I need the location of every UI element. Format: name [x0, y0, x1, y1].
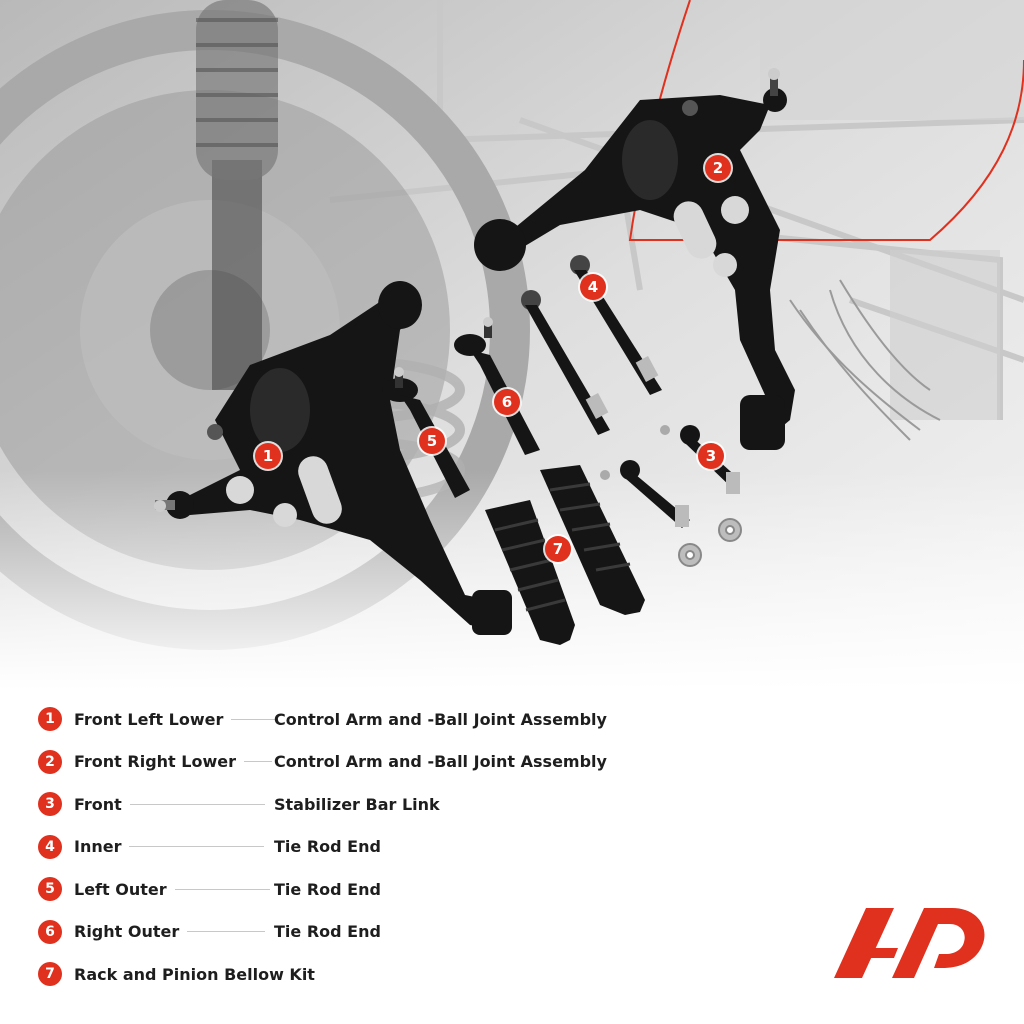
legend-number-5: 5	[38, 877, 62, 902]
legend-label-3: Front	[74, 794, 122, 814]
control-arm-right	[474, 68, 795, 450]
legend-divider-2	[243, 761, 272, 763]
ap-logo-icon	[834, 908, 985, 978]
legend-divider-1	[231, 718, 277, 720]
legend-number-2: 2	[38, 749, 62, 774]
legend-number-4: 4	[38, 834, 62, 859]
legend-number-7: 7	[38, 962, 62, 987]
legend-divider-4	[129, 846, 265, 848]
legend-row-6: 6 Right Outer Tie Rod End	[38, 911, 678, 954]
legend-row-7: 7 Rack and Pinion Bellow Kit	[38, 953, 678, 996]
photo-badge-2: 2	[705, 155, 731, 181]
legend-desc-1: Control Arm and -Ball Joint Assembly	[274, 709, 607, 729]
parts-legend: 1 Front Left Lower Control Arm and -Ball…	[38, 698, 678, 996]
parts-photo	[0, 0, 1024, 690]
inner-tie-rod-1	[521, 290, 610, 435]
legend-desc-6: Tie Rod End	[274, 922, 381, 942]
legend-number-1: 1	[38, 707, 62, 732]
legend-row-3: 3 Front Stabilizer Bar Link	[38, 783, 678, 826]
legend-row-2: 2 Front Right Lower Control Arm and -Bal…	[38, 741, 678, 784]
wires-background	[789, 279, 941, 441]
strut-background	[196, 0, 278, 390]
legend-desc-4: Tie Rod End	[274, 837, 381, 857]
control-arm-left	[154, 281, 512, 635]
legend-label-4: Inner	[74, 837, 122, 857]
legend-number-3: 3	[38, 792, 62, 817]
legend-desc-3: Stabilizer Bar Link	[274, 794, 440, 814]
legend-divider-5	[174, 888, 270, 890]
legend-label-7: Rack and Pinion Bellow Kit	[74, 964, 315, 984]
photo-badge-4: 4	[580, 274, 606, 300]
photo-badge-5: 5	[419, 428, 445, 454]
photo-badge-6: 6	[494, 389, 520, 415]
photo-badge-7: 7	[545, 536, 571, 562]
legend-label-6: Right Outer	[74, 922, 180, 942]
inner-tie-rod-2	[570, 255, 662, 395]
photo-badge-3: 3	[698, 443, 724, 469]
legend-divider-6	[187, 931, 266, 933]
legend-desc-5: Tie Rod End	[274, 879, 381, 899]
washers	[678, 518, 742, 567]
legend-desc-2: Control Arm and -Ball Joint Assembly	[274, 752, 607, 772]
legend-row-1: 1 Front Left Lower Control Arm and -Ball…	[38, 698, 678, 741]
legend-label-2: Front Right Lower	[74, 752, 236, 772]
legend-label-5: Left Outer	[74, 879, 167, 899]
legend-number-6: 6	[38, 919, 62, 944]
highlight-outline	[628, 0, 1024, 241]
legend-label-1: Front Left Lower	[74, 709, 224, 729]
stabilizer-link-1	[600, 460, 690, 528]
bellow-boot-2	[540, 465, 645, 615]
legend-row-5: 5 Left Outer Tie Rod End	[38, 868, 678, 911]
bellow-boot-1	[485, 500, 575, 645]
legend-divider-3	[129, 803, 265, 805]
legend-row-4: 4 Inner Tie Rod End	[38, 826, 678, 869]
photo-badge-1: 1	[255, 443, 281, 469]
